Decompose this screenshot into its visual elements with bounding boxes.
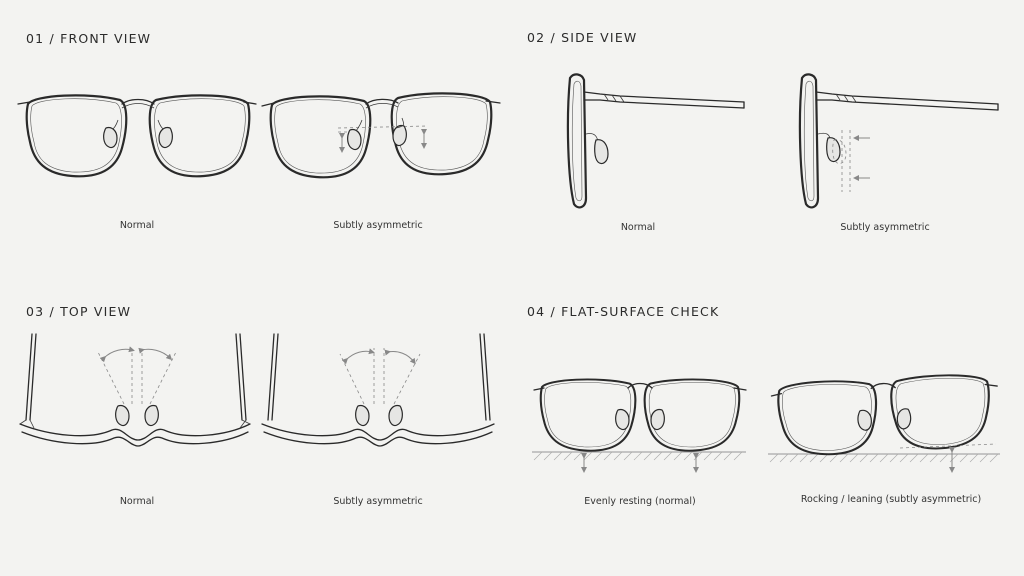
front-view-normal [17, 94, 257, 178]
flat-surface-asymmetric [768, 372, 1000, 473]
caption-side-asymmetric: Subtly asymmetric [840, 222, 930, 233]
caption-top-asymmetric: Subtly asymmetric [333, 496, 423, 507]
section-title-flat-surface-check: 04 / FLAT-SURFACE CHECK [527, 304, 720, 319]
caption-flat-normal: Evenly resting (normal) [584, 496, 696, 507]
front-view-asymmetric [261, 92, 501, 179]
side-view-normal [566, 73, 745, 209]
top-view-normal [19, 333, 251, 447]
section-title-top-view: 03 / TOP VIEW [26, 304, 132, 319]
section-title-front-view: 01 / FRONT VIEW [26, 31, 152, 46]
flat-surface-normal [532, 378, 747, 473]
top-view-asymmetric [261, 333, 495, 447]
caption-front-normal: Normal [119, 220, 155, 231]
caption-top-normal: Normal [119, 496, 155, 507]
caption-flat-asymmetric: Rocking / leaning (subtly asymmetric) [800, 494, 982, 505]
caption-side-normal: Normal [620, 222, 656, 233]
side-view-asymmetric [798, 73, 999, 209]
section-title-side-view: 02 / SIDE VIEW [527, 30, 638, 45]
caption-front-asymmetric: Subtly asymmetric [333, 220, 423, 231]
